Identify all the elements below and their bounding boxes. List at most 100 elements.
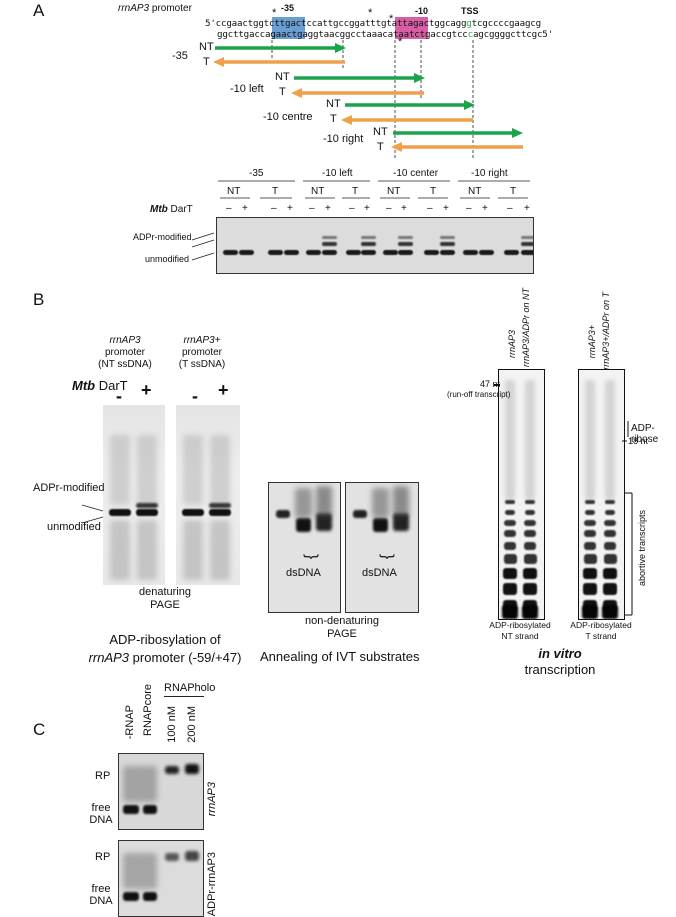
ivt-abortive-band (524, 520, 536, 527)
gel-b-mtb: Mtb (72, 378, 96, 393)
asterisk-2: * (368, 7, 373, 19)
emsa-free-dna-2 (143, 892, 157, 901)
ivt-bottom-band (502, 605, 518, 619)
gel-a-sub-nt-1: NT (227, 186, 241, 197)
ivt-abortive-band (503, 568, 517, 579)
gel-a-band-unmodified (306, 250, 321, 255)
ivt-abortive-band (604, 510, 616, 516)
probe-t-35: T (203, 56, 210, 68)
caption-ivt-l1: in vitro (538, 646, 582, 661)
gel-a-plus: + (524, 203, 530, 214)
ivt-abortive-band (502, 583, 518, 595)
nondenat-line2: PAGE (327, 628, 357, 640)
gel-a-minus: – (309, 203, 315, 214)
probe-label-35: -35 (172, 50, 188, 62)
c-lane-3: 100 nM (166, 706, 178, 743)
ivt-abortive-band (585, 500, 595, 504)
c2-free-label: free DNA (86, 883, 116, 907)
seq-bot-box10: atctga (403, 29, 436, 40)
annealing-adpr-band (393, 513, 409, 531)
minus35-label: -35 (281, 3, 295, 13)
lane-header-nt-l2: promoter (104, 347, 145, 358)
annealing-ds-band (373, 518, 388, 532)
gel-a-minus: – (349, 203, 355, 214)
gel-ivt-nt (498, 369, 545, 620)
denat-line2: PAGE (150, 599, 180, 611)
gel-a-band-modified (440, 242, 455, 246)
ivt-caption-t-2: T strand (585, 631, 617, 641)
lane-header-t-l3: (T ssDNA) (178, 359, 226, 370)
gel-a-group-3: -10 center (393, 168, 439, 179)
gel-a-unmodified-label: unmodified (145, 254, 190, 264)
seq-bot-d: agcggggcttcgc (472, 29, 543, 40)
ivt-abortive-band (583, 568, 597, 579)
c2-free-2: DNA (89, 895, 113, 907)
promoter-suffix: promoter (149, 3, 192, 14)
probe-nt-10right: NT (373, 126, 388, 138)
caption-adpr-l2: promoter (-59/+47) (129, 650, 242, 665)
gel-a-band-modified (361, 242, 376, 246)
ivt-abortive-band (525, 500, 535, 504)
gel-a-minus: – (507, 203, 513, 214)
gel-b-smear-upper (210, 435, 230, 505)
gel-a-band-modified-upper (398, 236, 413, 239)
seq-top-box35: ttgact (274, 18, 307, 29)
gel-a-plus: + (482, 203, 488, 214)
emsa-rp-100 (165, 853, 179, 861)
gel-a-sub-t-2: T (352, 186, 359, 197)
gel-a-band-unmodified (322, 250, 337, 255)
lane-header-t-l2: promoter (181, 347, 222, 358)
c-lane-1: -RNAP (124, 705, 136, 740)
gel-a-band-unmodified (398, 250, 413, 255)
gel-a-sub-nt-3: NT (387, 186, 401, 197)
gel-a-band-unmodified (440, 250, 455, 255)
holo-underline (164, 696, 204, 697)
gel-b-smear-lower (210, 520, 230, 580)
emsa-rp-200 (185, 764, 199, 774)
gel-b-modified-band (209, 503, 231, 508)
gel-a-band-unmodified (383, 250, 398, 255)
lane-header-t: rrnAP3+ promoter (T ssDNA) (162, 335, 242, 371)
gel-a-sub-t-4: T (510, 186, 517, 197)
ivt-abortive-band (583, 542, 597, 551)
emsa-smear (123, 853, 157, 889)
ivt-smear (585, 380, 595, 500)
ivt-abortive-band (524, 510, 536, 516)
arrow-10-left (291, 73, 425, 98)
gel-a-plus: + (443, 203, 449, 214)
marker-47-label: 47 nt (480, 379, 501, 389)
adp-ribose-label: ADP-ribose (631, 423, 659, 445)
gel-b-minus-1: - (116, 386, 122, 406)
caption-adpr: ADP-ribosylation of rrnAP3 promoter (-59… (50, 631, 280, 667)
c1-free-label: free DNA (86, 802, 116, 826)
lane-header-t-name: rrnAP3+ (183, 335, 221, 346)
gel-a-plus: + (242, 203, 248, 214)
gel-a-dart-label: Mtb DarT (150, 204, 193, 215)
caption-ivt: in vitro transcription (505, 646, 615, 678)
c1-free-2: DNA (89, 814, 113, 826)
arrow-10-right (391, 128, 523, 152)
gel-a-band-unmodified (284, 250, 299, 255)
gel-a-group-1: -35 (249, 168, 264, 179)
ivt-abortive-band (603, 568, 617, 579)
seq-top-prime: 5' (205, 18, 216, 29)
gel-b-main-band (182, 509, 204, 516)
probe-t-10right: T (377, 141, 384, 153)
gel-b-modified-band (136, 503, 158, 508)
holo-label: RNAPholo (164, 682, 216, 694)
gel-a-sub-nt-4: NT (468, 186, 482, 197)
abortive-label: abortive transcripts (637, 510, 647, 587)
ivt-abortive-band (504, 510, 516, 516)
gel-a-band-unmodified (361, 250, 376, 255)
ivt-abortive-band (584, 520, 596, 527)
ivt-caption-t-1: ADP-ribosylated (570, 620, 632, 630)
ivt-caption-nt-1: ADP-ribosylated (489, 620, 551, 630)
ivt-abortive-band (583, 554, 597, 564)
ivt-abortive-band (522, 583, 538, 595)
seq-bottom-prime: 5' (542, 29, 553, 40)
gel-a-minus: – (386, 203, 392, 214)
ivt-abortive-band (582, 583, 598, 595)
